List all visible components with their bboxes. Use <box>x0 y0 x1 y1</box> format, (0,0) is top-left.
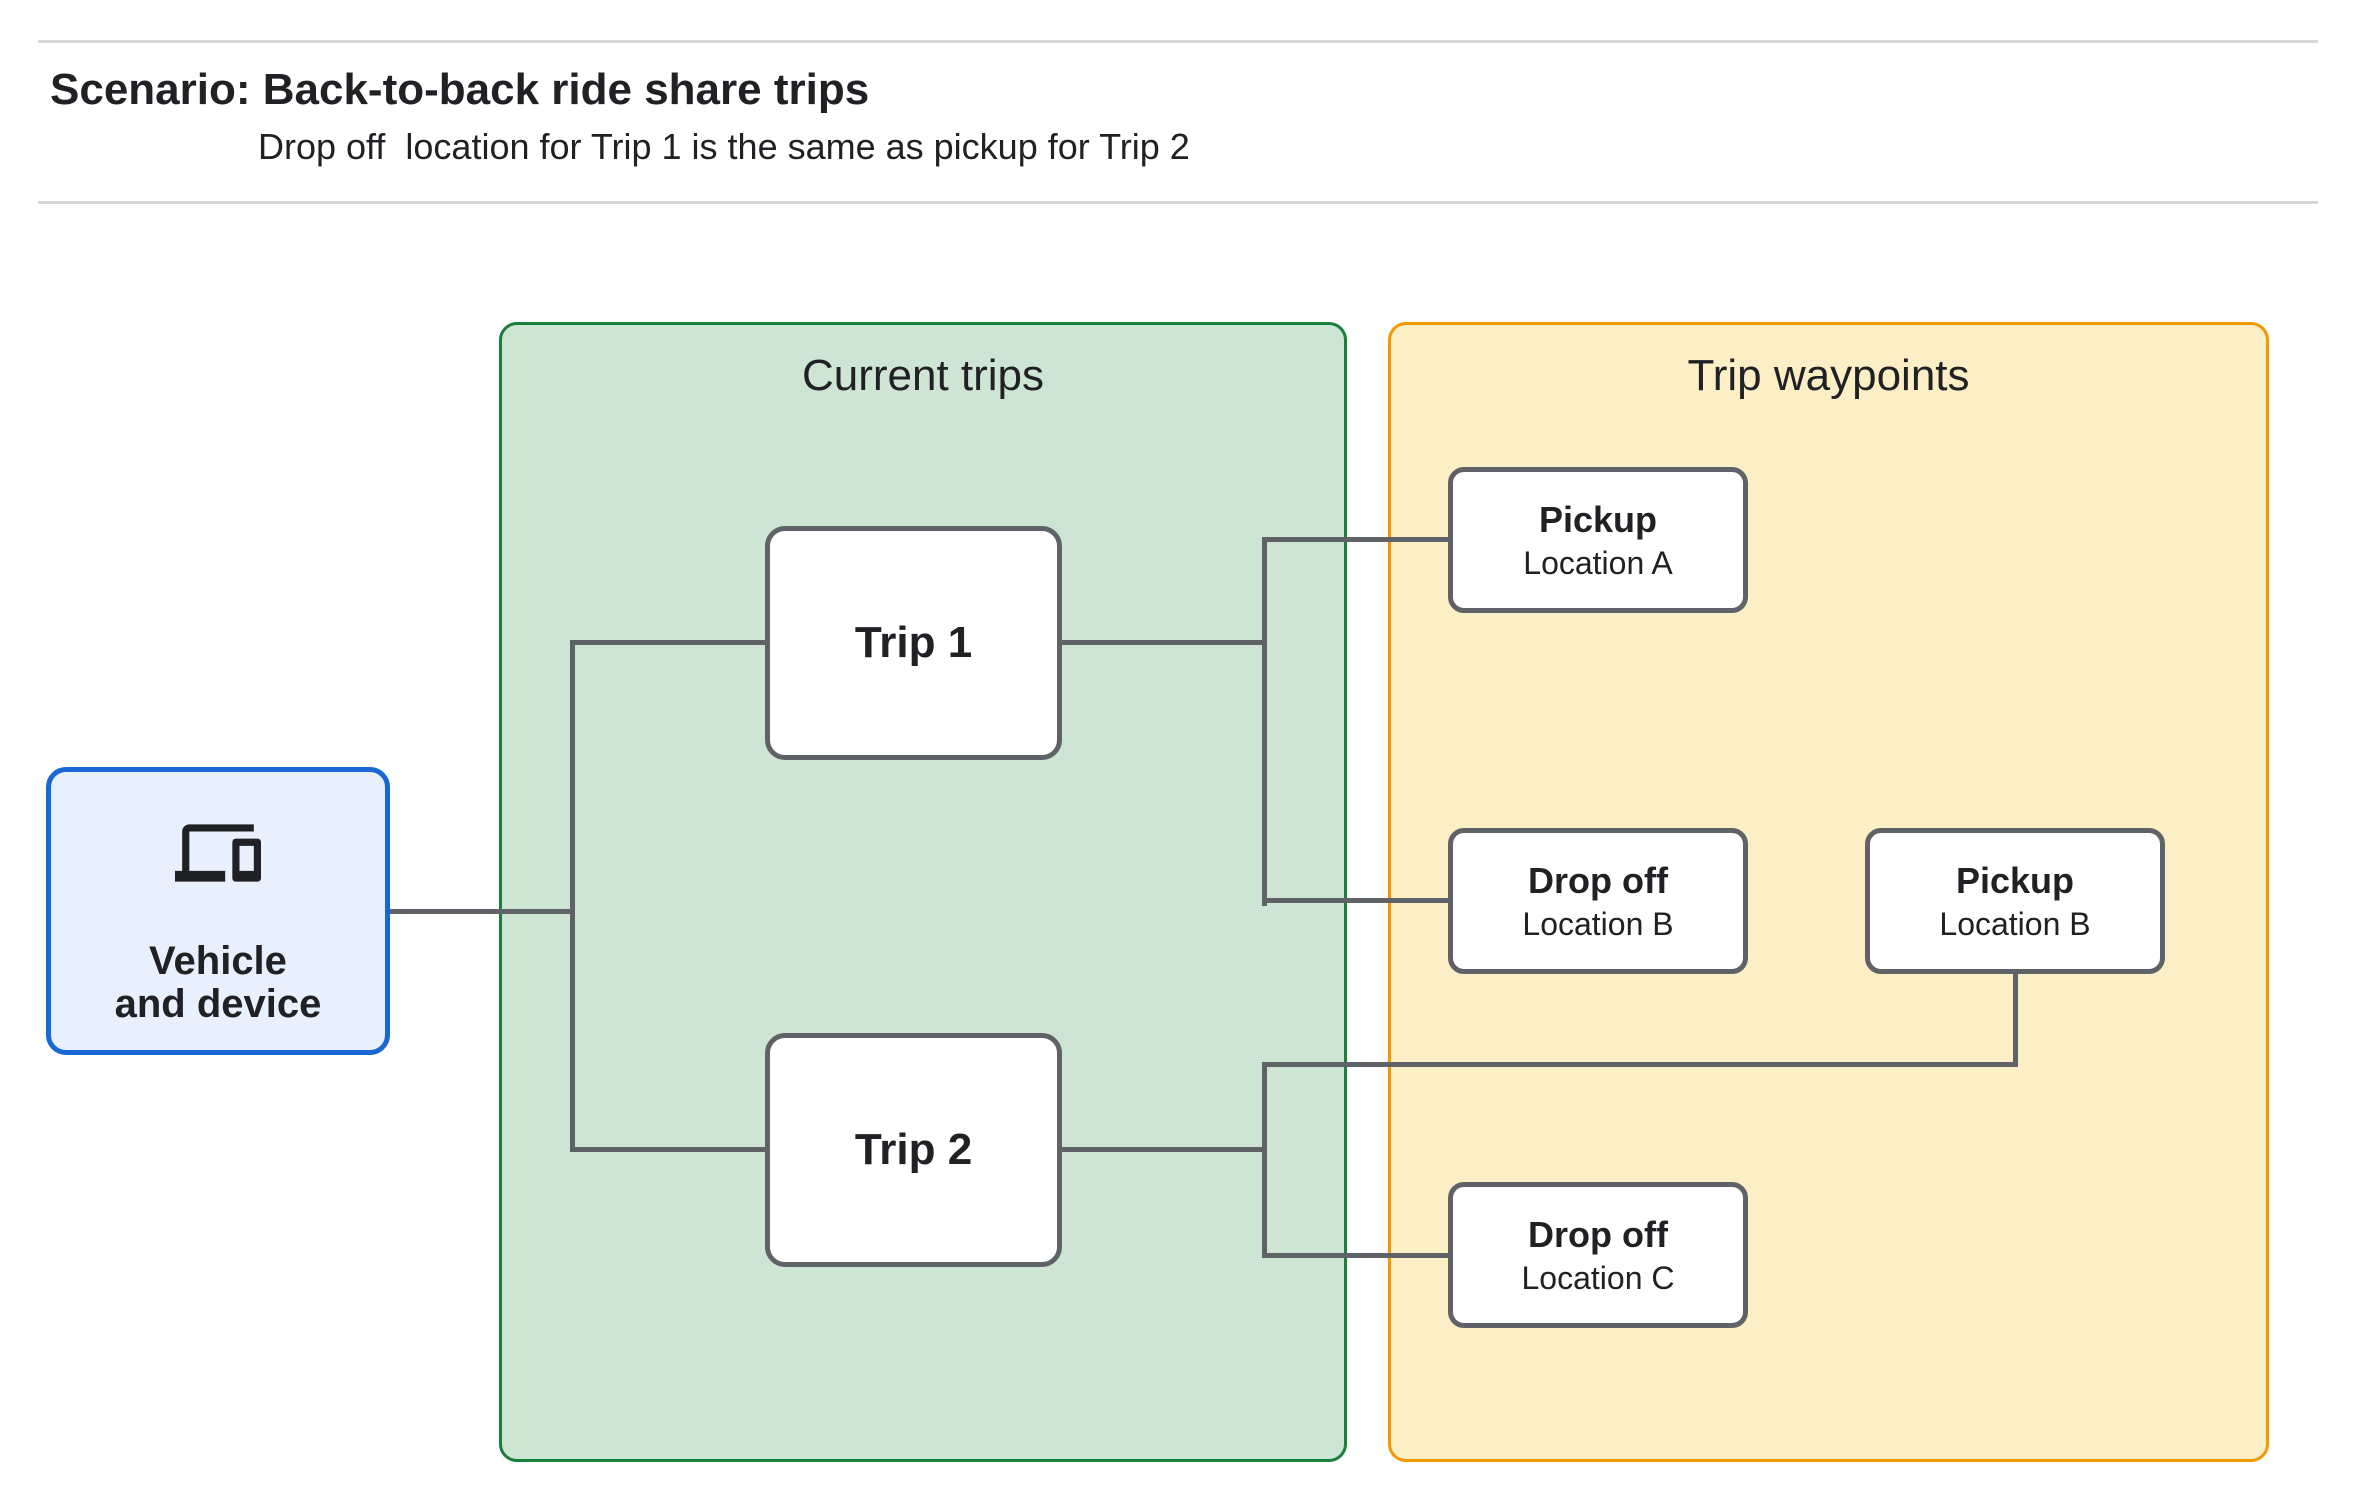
connector-trip2-to-junction <box>1062 1147 1267 1152</box>
connector-to-dropoff-c <box>1262 1253 1455 1258</box>
waypoint-title: Pickup <box>1955 860 2075 901</box>
waypoint-subtitle: Location A <box>1523 545 1673 581</box>
trip-1-node: Trip 1 <box>765 526 1062 760</box>
connector-vehicle-to-junction <box>390 909 575 914</box>
waypoint-title: Drop off <box>1528 1214 1668 1255</box>
current-trips-panel-label: Current trips <box>801 351 1045 400</box>
connector-to-pickup-b-horizontal <box>1262 1062 2018 1067</box>
connector-to-dropoff-b <box>1262 898 1455 903</box>
vehicle-label: Vehicle and device <box>115 940 322 1026</box>
vehicle-node: Vehicle and device <box>46 767 390 1055</box>
connector-trip2-junction-vertical <box>1262 1062 1267 1258</box>
waypoint-title: Drop off <box>1528 860 1668 901</box>
connector-junction-to-trip2 <box>570 1147 765 1152</box>
waypoint-dropoff-location-b: Drop off Location B <box>1448 828 1748 974</box>
waypoint-pickup-location-b: Pickup Location B <box>1865 828 2165 974</box>
waypoint-subtitle: Location B <box>1522 906 1674 942</box>
waypoint-pickup-location-a: Pickup Location A <box>1448 467 1748 613</box>
waypoint-title: Pickup <box>1538 499 1658 540</box>
page-subtitle: Drop off location for Trip 1 is the same… <box>258 126 1190 167</box>
trip-1-label: Trip 1 <box>854 618 973 667</box>
waypoint-subtitle: Location C <box>1521 1260 1675 1296</box>
connector-to-pickup-a <box>1262 537 1455 542</box>
connector-trip1-junction-vertical <box>1262 537 1267 906</box>
top-divider <box>38 40 2318 43</box>
trip-2-node: Trip 2 <box>765 1033 1062 1267</box>
devices-icon <box>175 824 261 882</box>
connector-junction-to-trip1 <box>570 640 765 645</box>
waypoint-subtitle: Location B <box>1939 906 2091 942</box>
current-trips-panel: Current trips <box>499 322 1347 1462</box>
vehicle-label-line2: and device <box>114 982 322 1026</box>
trip-waypoints-panel-label: Trip waypoints <box>1687 351 1970 400</box>
connector-left-junction-vertical <box>570 640 575 1152</box>
page-title: Scenario: Back-to-back ride share trips <box>50 65 870 114</box>
connector-trip1-to-junction <box>1062 640 1267 645</box>
waypoint-dropoff-location-c: Drop off Location C <box>1448 1182 1748 1328</box>
vehicle-label-line1: Vehicle <box>149 939 287 983</box>
header-divider <box>38 201 2318 204</box>
trip-2-label: Trip 2 <box>854 1125 973 1174</box>
connector-pickup-b-drop-vertical <box>2013 972 2018 1067</box>
